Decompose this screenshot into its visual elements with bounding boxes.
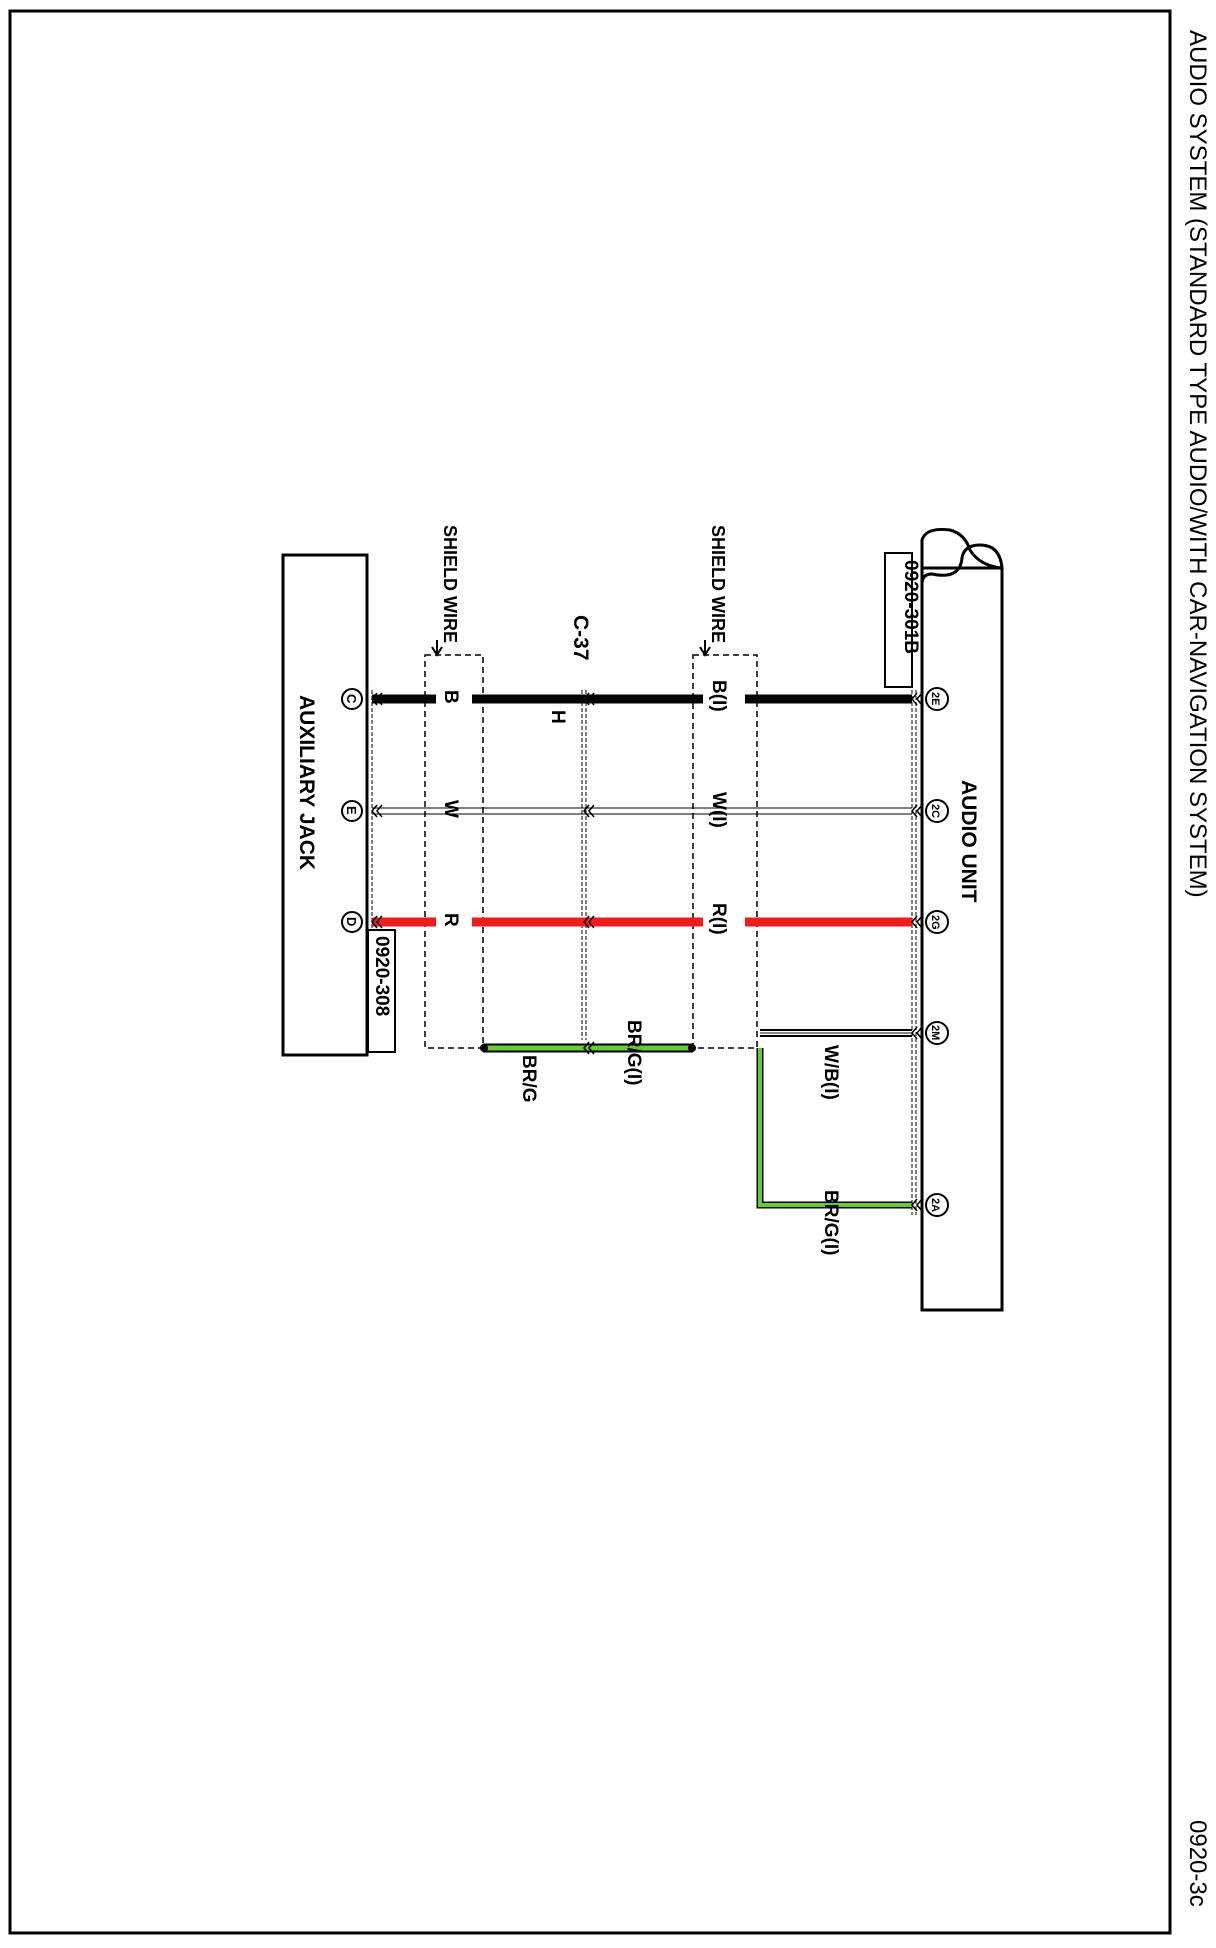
wire-label-w-i: W(I) (708, 792, 729, 828)
wire-label-w: W (440, 800, 461, 818)
wire-label-brg-i-2a: BR/G(I) (820, 1190, 841, 1255)
wire-label-b-i: B(I) (708, 680, 729, 712)
shield-label-left: SHIELD WIRE (440, 525, 460, 643)
wire-label-brg-i: BR/G(I) (623, 1020, 644, 1085)
wire-brg-2a (756, 1048, 912, 1209)
wire-label-r: R (440, 913, 461, 927)
c37-terminal-h: H (547, 710, 568, 724)
terminal-2m-label: 2M (929, 1025, 941, 1040)
wire-white (372, 807, 912, 815)
shield-arrow-left (431, 640, 443, 657)
audio-unit-label: AUDIO UNIT (957, 780, 980, 903)
terminal-2c-label: 2C (929, 804, 941, 818)
terminal-e (341, 800, 363, 822)
wire-label-b: B (440, 690, 461, 704)
audio-connector-box (884, 552, 913, 688)
terminal-2c (925, 799, 949, 823)
terminal-d-label: D (344, 917, 359, 926)
shield-arrow-right (699, 640, 711, 657)
aux-jack-box (281, 553, 369, 1057)
terminal-2e (925, 687, 949, 711)
terminal-d (341, 911, 363, 933)
page-frame (8, 9, 1172, 1935)
terminal-2e-label: 2E (929, 692, 941, 705)
terminal-2a-label: 2A (929, 1198, 941, 1212)
shield-box-right (692, 654, 758, 1049)
wire-label-brg: BR/G (518, 1055, 539, 1103)
terminal-e-label: E (344, 806, 359, 815)
terminal-2g (925, 910, 949, 934)
shield-label-right: SHIELD WIRE (708, 525, 728, 643)
shield-box-left (424, 654, 484, 1049)
audio-unit-box-cut (920, 528, 1003, 584)
terminal-c (341, 688, 363, 710)
wire-label-wb-i: W/B(I) (820, 1045, 841, 1100)
wire-wb (760, 1029, 912, 1037)
c37-label: C-37 (569, 615, 592, 661)
terminal-c-label: C (344, 694, 359, 704)
connector-chevrons (371, 692, 923, 1212)
aux-connector-box (367, 929, 396, 1053)
audio-connector-label: 0920-301B (900, 560, 921, 654)
terminal-2m (925, 1021, 949, 1045)
aux-terminals: C E D (341, 688, 363, 933)
wire-label-r-i: R(I) (708, 903, 729, 935)
terminal-2a (925, 1193, 949, 1217)
page-code: 0920-3c (1184, 1820, 1211, 1907)
terminal-2g-label: 2G (929, 915, 941, 930)
audio-terminals: 2E 2C 2G 2M 2A (925, 687, 949, 1217)
aux-connector-label: 0920-308 (371, 936, 392, 1016)
wire-brg-shield (480, 1043, 696, 1053)
aux-jack-label: AUXILIARY JACK (295, 695, 318, 870)
diagram-title: AUDIO SYSTEM (STANDARD TYPE AUDIO/WITH C… (1184, 30, 1211, 898)
